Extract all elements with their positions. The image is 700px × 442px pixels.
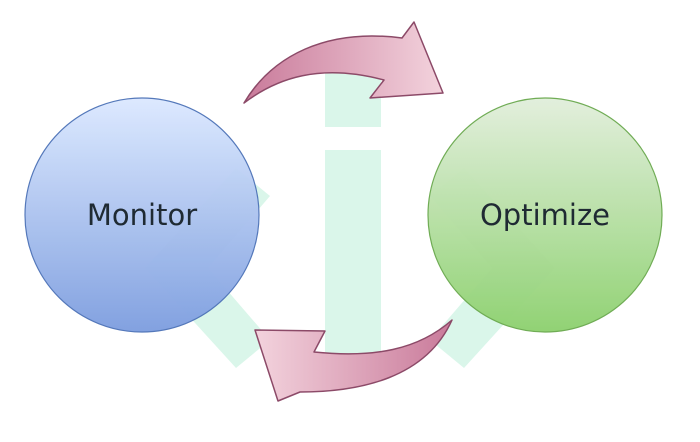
arrow-monitor-to-optimize [243, 21, 444, 104]
node-optimize: Optimize [427, 97, 663, 333]
node-label-optimize: Optimize [480, 198, 610, 232]
node-label-monitor: Monitor [87, 198, 197, 232]
arrow-optimize-to-monitor [254, 319, 453, 402]
node-monitor: Monitor [24, 97, 260, 333]
